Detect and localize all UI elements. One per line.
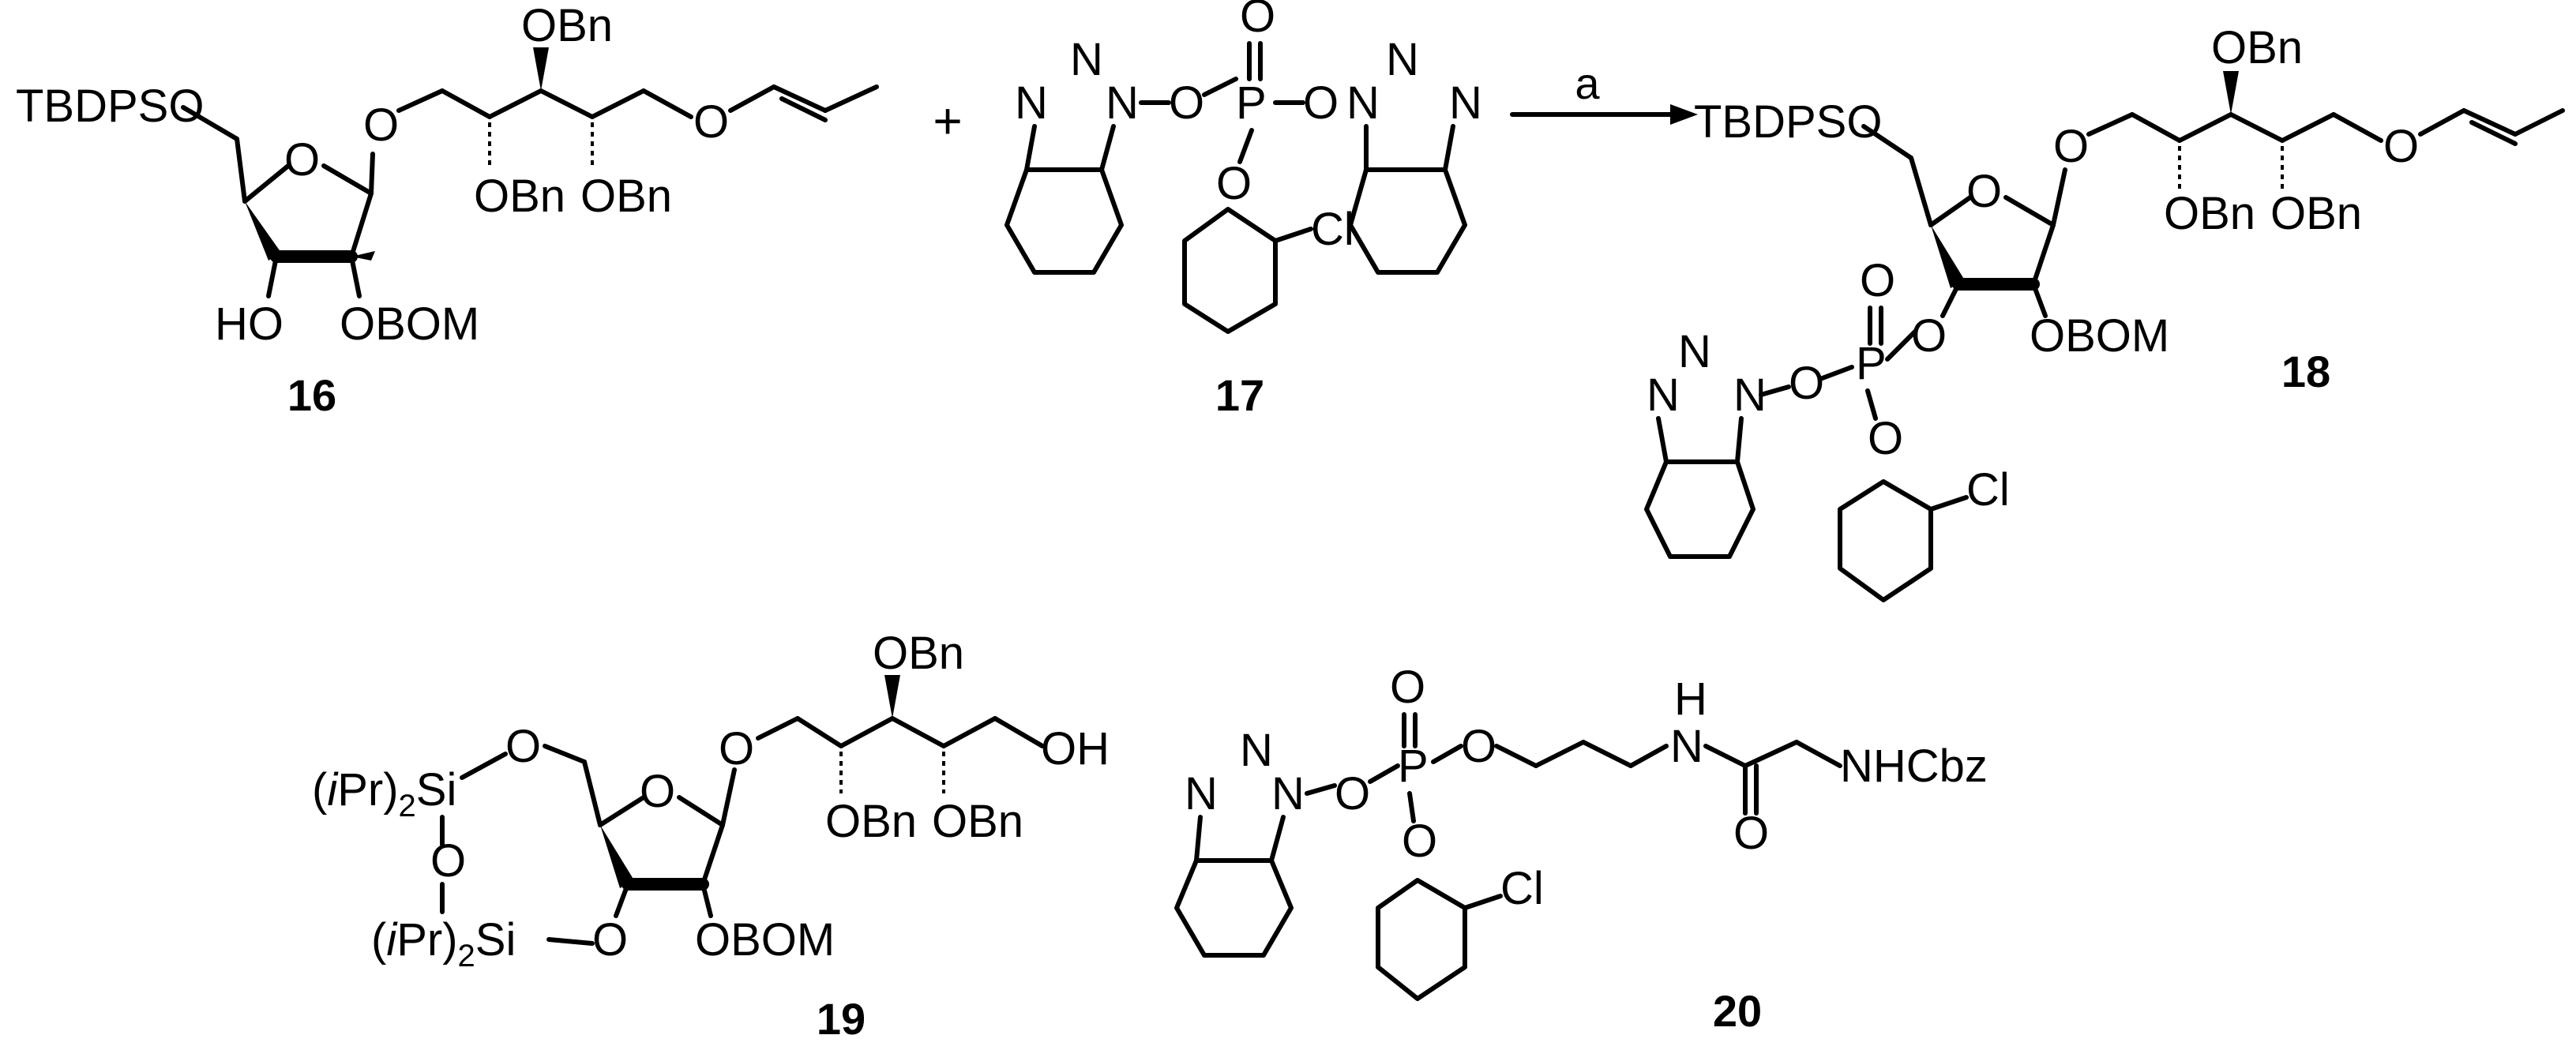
atom-obn-3: OBn (580, 171, 672, 222)
atom-obn-1: OBn (825, 796, 917, 847)
atom-h: H (1674, 673, 1707, 725)
compound-16: TBDPSO O HO OBOM O O OBn (16, 0, 879, 420)
atom-obn-1: OBn (2164, 188, 2255, 239)
atom-o: O (1390, 662, 1425, 713)
atom-o: O (1169, 77, 1204, 129)
atom-n: N (1449, 77, 1482, 129)
atom-nhcbz: NHCbz (1840, 741, 1988, 792)
atom-n: N (1070, 34, 1103, 85)
atom-o: O (1335, 768, 1370, 819)
atom-p: P (1856, 338, 1887, 389)
atom-n: N (1678, 326, 1711, 377)
atom-n: N (1647, 369, 1680, 421)
atom-n: N (1106, 77, 1139, 129)
atom-n: N (1733, 369, 1767, 421)
atom-tbdpso: TBDPSO (16, 81, 205, 132)
atom-n: N (1185, 768, 1218, 819)
compound-label-19: 19 (817, 994, 866, 1044)
atom-n: N (1015, 77, 1048, 129)
atom-ring-o: O (284, 134, 320, 186)
atom-cl: Cl (1966, 464, 2010, 516)
atom-obn-1: OBn (474, 171, 565, 222)
compound-label-20: 20 (1713, 986, 1762, 1036)
atom-p: P (1398, 741, 1429, 792)
atom-obom: OBOM (2030, 310, 2169, 362)
atom-o: O (1789, 358, 1824, 409)
atom-ether-o: O (693, 96, 729, 148)
atom-n: N (1271, 768, 1305, 819)
atom-n: N (1670, 721, 1703, 772)
atom-cl: Cl (1500, 863, 1544, 914)
atom-o: O (592, 914, 628, 966)
compound-label-17: 17 (1215, 370, 1264, 420)
atom-p: P (1236, 77, 1267, 129)
atom-obn-2: OBn (521, 0, 613, 51)
plus-sign: + (933, 92, 962, 149)
atom-obn-3: OBn (2270, 188, 2362, 239)
atom-obn-3: OBn (932, 796, 1023, 847)
atom-anomeric-o: O (363, 99, 399, 151)
atom-o: O (1733, 808, 1769, 859)
atom-n: N (1386, 34, 1419, 85)
atom-o: O (1240, 0, 1275, 42)
atom-obn-2: OBn (873, 628, 964, 679)
atom-ring-o: O (640, 766, 675, 817)
atom-n: N (1346, 77, 1380, 129)
atom-o: O (430, 835, 466, 887)
compound-label-16: 16 (287, 370, 336, 420)
atom-ho: HO (215, 298, 284, 350)
atom-o: O (505, 721, 541, 772)
atom-ipr2si-upper: (iPr)2Si (312, 764, 456, 823)
compound-label-18: 18 (2281, 347, 2330, 396)
atom-tbdpso: TBDPSO (1694, 96, 1883, 148)
atom-obom: OBOM (340, 298, 479, 350)
compound-20: N N N O P O O N H O NHCbz O Cl 20 (1174, 662, 1988, 1036)
atom-o: O (1303, 77, 1339, 129)
atom-anomeric-o: O (719, 723, 754, 774)
atom-o: O (1868, 413, 1903, 464)
atom-o: O (1911, 310, 1947, 362)
atom-o: O (1402, 816, 1437, 867)
atom-o: O (1860, 255, 1895, 306)
atom-o: O (1216, 158, 1252, 209)
atom-obn-2: OBn (2211, 22, 2303, 73)
compound-19: O O O OBOM O OH OBn OBn OBn (iPr)2Si O (… (312, 628, 1110, 1044)
atom-o: O (1461, 721, 1496, 772)
atom-anomeric-o: O (2053, 121, 2089, 172)
atom-n: N (1240, 725, 1273, 776)
compound-17: N N N O P O O O Cl N N N 17 (1004, 0, 1482, 420)
atom-obom: OBOM (695, 914, 835, 966)
atom-ether-o: O (2383, 121, 2419, 172)
atom-ipr2si-lower: (iPr)2Si (371, 914, 516, 973)
atom-ring-o: O (1966, 166, 2002, 217)
reaction-arrow: a (1510, 58, 1698, 125)
reagent-label: a (1575, 58, 1600, 108)
atom-cl: Cl (1311, 204, 1354, 255)
atom-oh: OH (1041, 723, 1110, 774)
compound-18: TBDPSO O O OBOM O O OBn OBn OBn P O (1644, 22, 2565, 602)
